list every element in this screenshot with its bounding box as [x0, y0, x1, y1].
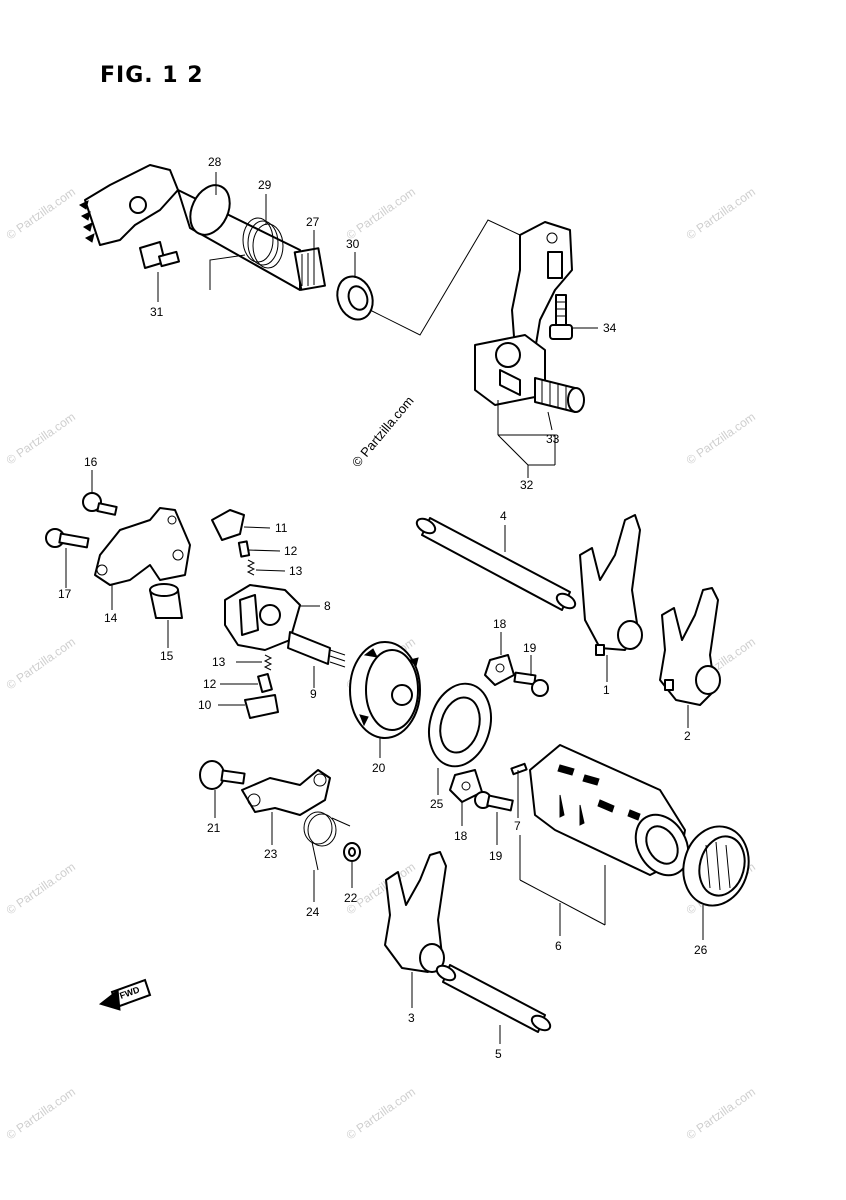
- callout-4: 4: [500, 509, 507, 523]
- callout-25: 25: [430, 797, 444, 811]
- part-15-collar: [149, 583, 183, 619]
- part-23-stopper-arm: [241, 769, 331, 816]
- callout-14: 14: [104, 611, 118, 625]
- part-25-bearing: [428, 682, 492, 768]
- part-14-cam-stopper-plate: [94, 507, 191, 586]
- part-13-spring: [246, 559, 256, 576]
- callout-30: 30: [346, 237, 360, 251]
- callout-12-upper: 12: [284, 544, 298, 558]
- callout-15: 15: [160, 649, 174, 663]
- part-7-pin: [510, 762, 528, 776]
- watermark: © Partzilla.com: [684, 1085, 758, 1143]
- watermark-center: © Partzilla.com: [349, 393, 417, 470]
- part-8-cam-driven-gear: [224, 584, 301, 651]
- part-34-bolt: [549, 294, 573, 340]
- part-33-spring: [534, 377, 585, 413]
- part-4-fork-shaft: [415, 517, 577, 611]
- watermark: © Partzilla.com: [344, 1085, 418, 1143]
- callout-26: 26: [694, 943, 708, 957]
- callout-23: 23: [264, 847, 278, 861]
- part-24-spring: [303, 811, 351, 871]
- part-9-shaft: [287, 631, 346, 668]
- part-12-pawl-pin: [237, 540, 251, 558]
- callout-5: 5: [495, 1047, 502, 1061]
- watermark: © Partzilla.com: [4, 635, 78, 693]
- watermark: © Partzilla.com: [344, 185, 418, 243]
- part-12-pin-lower: [257, 672, 273, 694]
- part-13-spring-lower: [263, 654, 273, 671]
- part-22-washer: [343, 842, 361, 862]
- callout-29: 29: [258, 178, 272, 192]
- callout-12-lower: 12: [203, 677, 217, 691]
- callout-32: 32: [520, 478, 534, 492]
- callout-8: 8: [324, 599, 331, 613]
- part-17-screw: [45, 528, 90, 549]
- watermark: © Partzilla.com: [4, 410, 78, 468]
- callout-28: 28: [208, 155, 222, 169]
- part-27-shaft-splines: [293, 247, 326, 291]
- callout-18-upper: 18: [493, 617, 507, 631]
- callout-6: 6: [555, 939, 562, 953]
- callout-22: 22: [344, 891, 358, 905]
- part-18-stopper-plate-lower: [449, 769, 483, 803]
- callout-27: 27: [306, 215, 320, 229]
- part-3-shift-fork: [384, 851, 447, 973]
- part-2-shift-fork: [659, 587, 721, 706]
- leader-lines: [65, 172, 704, 1044]
- part-31-bolt: [139, 241, 180, 269]
- watermark: © Partzilla.com: [4, 1085, 78, 1143]
- part-30-oil-seal: [336, 275, 374, 321]
- part-26-bearing: [682, 825, 750, 907]
- callout-34: 34: [603, 321, 617, 335]
- callout-19-lower: 19: [489, 849, 503, 863]
- part-10-pawl: [244, 694, 279, 719]
- part-11-pawl-lifter: [211, 509, 245, 541]
- callout-21: 21: [207, 821, 221, 835]
- part-16-screw: [82, 492, 118, 516]
- part-28-gearshift-shaft: [79, 164, 301, 291]
- part-19-screw-lower: [474, 791, 514, 812]
- part-6-gearshift-cam: [529, 744, 690, 877]
- fwd-direction-marker: FWD: [98, 978, 152, 1011]
- part-29-return-spring: [209, 217, 284, 290]
- callout-7: 7: [514, 819, 521, 833]
- callout-19-upper: 19: [523, 641, 537, 655]
- callout-3: 3: [408, 1011, 415, 1025]
- part-1-shift-fork: [579, 514, 643, 656]
- callout-11: 11: [275, 521, 288, 535]
- callout-13-lower: 13: [212, 655, 226, 669]
- callouts: 28 29 27 30 31 34 33 32 16 17 14 15 11 1…: [58, 155, 708, 1061]
- callout-16: 16: [84, 455, 98, 469]
- callout-9: 9: [310, 687, 317, 701]
- watermark: © Partzilla.com: [684, 410, 758, 468]
- part-19-screw: [513, 671, 549, 697]
- part-5-fork-shaft: [435, 964, 552, 1033]
- part-21-bolt: [199, 760, 246, 790]
- part-18-stopper-plate: [484, 654, 515, 686]
- callout-20: 20: [372, 761, 386, 775]
- assembly-line: [369, 219, 521, 336]
- callout-33: 33: [546, 432, 560, 446]
- watermark: © Partzilla.com: [684, 185, 758, 243]
- callout-17: 17: [58, 587, 72, 601]
- callout-1: 1: [603, 683, 610, 697]
- callout-2: 2: [684, 729, 691, 743]
- callout-24: 24: [306, 905, 320, 919]
- callout-10: 10: [198, 698, 212, 712]
- figure-title: FIG. 1 2: [100, 63, 204, 88]
- callout-13-upper: 13: [289, 564, 303, 578]
- watermark: © Partzilla.com: [4, 860, 78, 918]
- part-32-gearshift-lever-assembly: [474, 221, 573, 406]
- callout-31: 31: [150, 305, 164, 319]
- callout-18-lower: 18: [454, 829, 468, 843]
- watermark: © Partzilla.com: [4, 185, 78, 243]
- part-20-cam-driven-gear: [349, 641, 421, 739]
